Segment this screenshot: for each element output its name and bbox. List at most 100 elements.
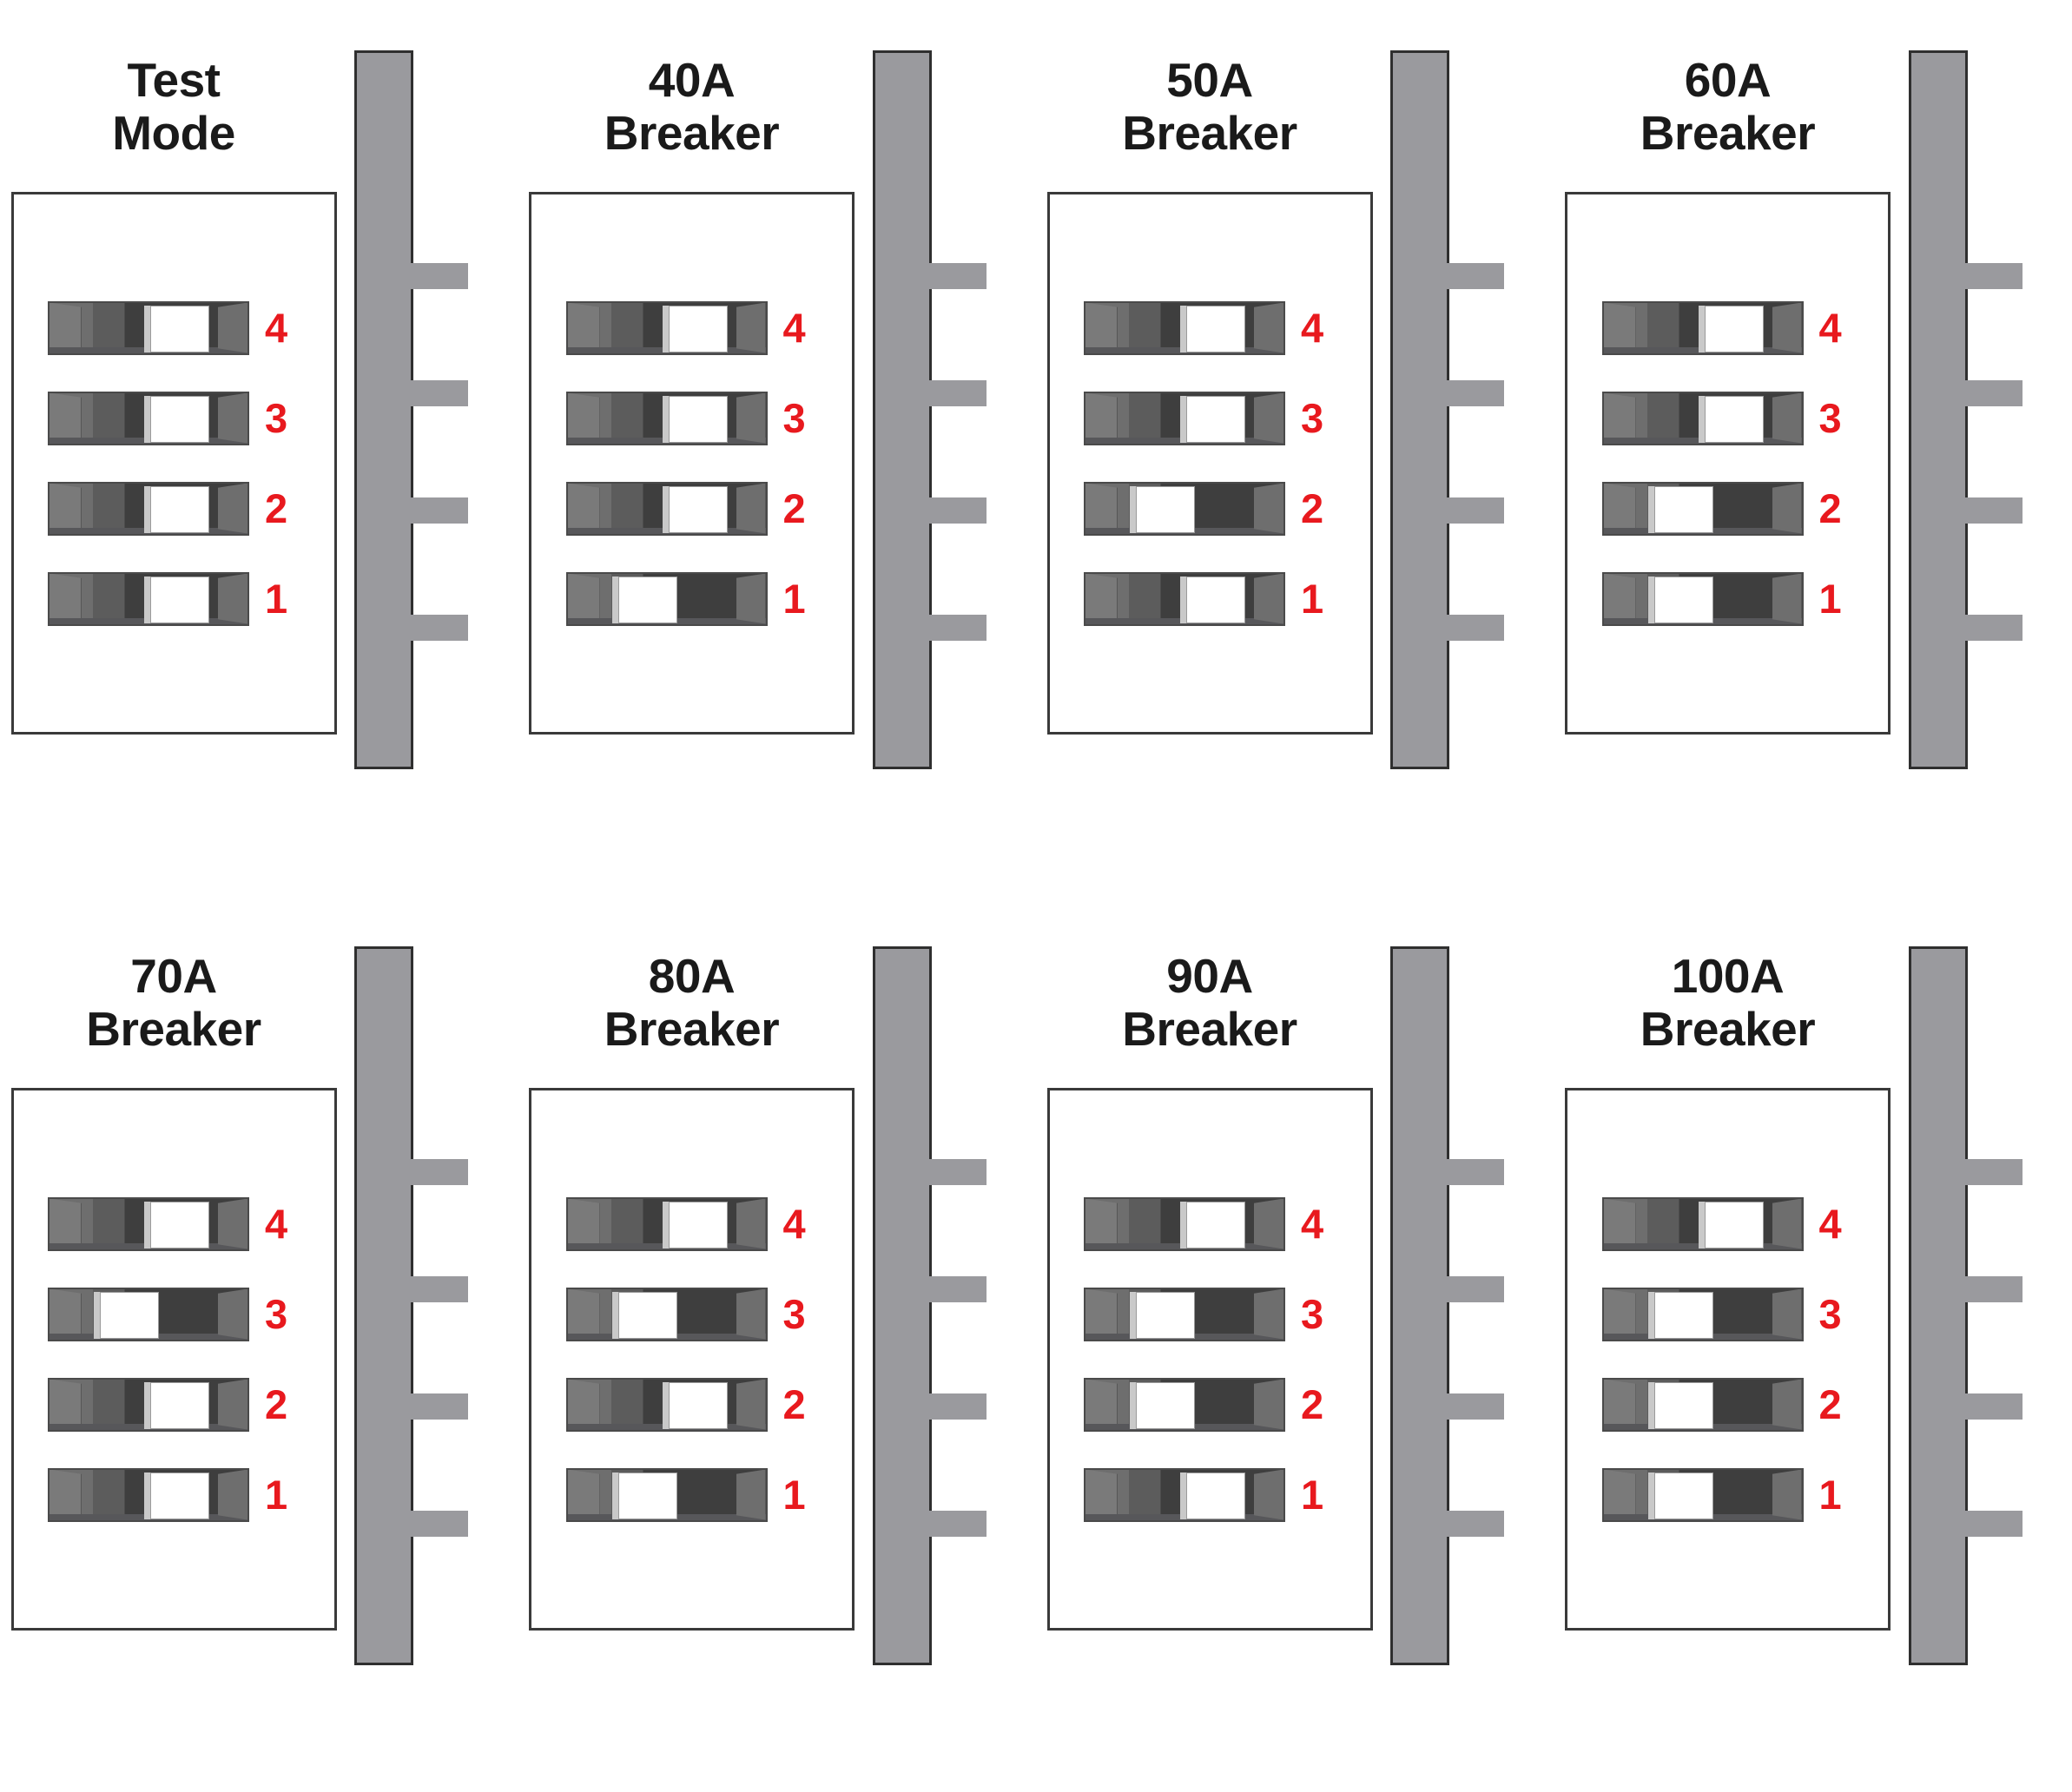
dip-switch-right-face-breaker-60a-1 — [1772, 573, 1802, 624]
rail-tab-breaker-40a-2 — [928, 380, 987, 406]
dip-switch-breaker-100a-4[interactable] — [1601, 1196, 1804, 1251]
switch-number-label-breaker-40a-2: 2 — [782, 485, 806, 531]
switch-row-breaker-70a-3: 3 — [14, 1286, 334, 1343]
switch-number-label-test-mode-4: 4 — [265, 305, 288, 351]
dip-switch-breaker-100a-3[interactable] — [1601, 1287, 1804, 1341]
dip-switch-breaker-80a-2[interactable] — [565, 1377, 768, 1432]
dip-switch-breaker-60a-2[interactable] — [1601, 481, 1804, 536]
dip-switch-breaker-90a-4[interactable] — [1084, 1196, 1285, 1251]
dip-switch-breaker-80a-3[interactable] — [565, 1287, 768, 1341]
dip-switch-toggle-breaker-70a-1[interactable] — [150, 1472, 209, 1519]
dip-switch-toggle-breaker-40a-3[interactable] — [668, 395, 728, 443]
dip-switch-breaker-70a-1[interactable] — [48, 1467, 249, 1522]
panel-title-test-mode: Test Mode — [112, 53, 235, 160]
dip-switch-breaker-50a-2[interactable] — [1084, 481, 1285, 536]
switch-row-breaker-90a-3: 3 — [1050, 1286, 1370, 1343]
switch-number-label-breaker-50a-4: 4 — [1301, 305, 1324, 351]
dip-switch-breaker-80a-4[interactable] — [565, 1196, 768, 1251]
mounting-rail-test-mode — [347, 50, 478, 769]
dip-switch-toggle-breaker-40a-1[interactable] — [617, 576, 677, 623]
switch-number-label-breaker-90a-1: 1 — [1301, 1472, 1324, 1518]
switch-number-label-breaker-60a-2: 2 — [1818, 485, 1842, 531]
dip-switch-toggle-breaker-60a-2[interactable] — [1653, 485, 1713, 533]
rail-tab-test-mode-1 — [411, 263, 468, 289]
dip-switch-toggle-breaker-100a-2[interactable] — [1653, 1381, 1713, 1429]
dip-switch-breaker-70a-3[interactable] — [48, 1287, 249, 1341]
dip-switch-toggle-test-mode-2[interactable] — [150, 485, 209, 533]
dip-switch-breaker-100a-1[interactable] — [1601, 1467, 1804, 1522]
dip-switch-toggle-breaker-60a-3[interactable] — [1704, 395, 1764, 443]
dip-switch-toggle-breaker-50a-3[interactable] — [1186, 395, 1245, 443]
dip-switch-test-mode-2[interactable] — [48, 481, 249, 536]
dip-switch-toggle-breaker-80a-3[interactable] — [617, 1291, 677, 1339]
dip-switch-breaker-90a-3[interactable] — [1084, 1287, 1285, 1341]
dip-switch-breaker-40a-2[interactable] — [565, 481, 768, 536]
dip-switch-breaker-40a-3[interactable] — [565, 391, 768, 445]
dip-switch-toggle-breaker-80a-2[interactable] — [668, 1381, 728, 1429]
switch-number-label-breaker-100a-2: 2 — [1818, 1381, 1842, 1427]
dip-switch-toggle-breaker-100a-3[interactable] — [1653, 1291, 1713, 1339]
dip-switch-breaker-90a-2[interactable] — [1084, 1377, 1285, 1432]
dip-switch-toggle-breaker-60a-4[interactable] — [1704, 305, 1764, 352]
dip-switch-breaker-70a-4[interactable] — [48, 1196, 249, 1251]
dip-switch-right-face-breaker-80a-1 — [736, 1469, 766, 1520]
dip-switch-test-mode-3[interactable] — [48, 391, 249, 445]
mounting-rail-breaker-100a — [1902, 946, 2032, 1665]
dip-switch-breaker-40a-4[interactable] — [565, 300, 768, 355]
dip-switch-toggle-breaker-50a-2[interactable] — [1136, 485, 1195, 533]
switch-row-breaker-80a-1: 1 — [531, 1466, 852, 1524]
switch-number-label-breaker-80a-3: 3 — [782, 1291, 806, 1337]
dip-switch-toggle-breaker-70a-2[interactable] — [150, 1381, 209, 1429]
switch-number-label-breaker-80a-1: 1 — [782, 1472, 806, 1518]
dip-switch-breaker-50a-3[interactable] — [1084, 391, 1285, 445]
dip-switch-toggle-breaker-90a-2[interactable] — [1136, 1381, 1195, 1429]
dip-switch-toggle-test-mode-3[interactable] — [150, 395, 209, 443]
dip-switch-toggle-breaker-50a-4[interactable] — [1186, 305, 1245, 352]
dip-switch-breaker-60a-4[interactable] — [1601, 300, 1804, 355]
dip-switch-toggle-breaker-70a-3[interactable] — [100, 1291, 159, 1339]
dip-switch-test-mode-4[interactable] — [48, 300, 249, 355]
dip-switch-breaker-80a-1[interactable] — [565, 1467, 768, 1522]
dip-switch-toggle-breaker-70a-4[interactable] — [150, 1201, 209, 1248]
dip-switch-breaker-60a-1[interactable] — [1601, 571, 1804, 626]
dip-switch-toggle-breaker-90a-1[interactable] — [1186, 1472, 1245, 1519]
dip-switch-toggle-breaker-90a-3[interactable] — [1136, 1291, 1195, 1339]
dip-switch-toggle-breaker-50a-1[interactable] — [1186, 576, 1245, 623]
rail-bar-breaker-90a — [1390, 946, 1449, 1665]
dip-switch-breaker-70a-2[interactable] — [48, 1377, 249, 1432]
dip-switch-toggle-breaker-60a-1[interactable] — [1653, 576, 1713, 623]
switch-row-breaker-70a-1: 1 — [14, 1466, 334, 1524]
switch-number-label-breaker-40a-4: 4 — [782, 305, 806, 351]
dip-switch-test-mode-1[interactable] — [48, 571, 249, 626]
rail-tab-breaker-100a-1 — [1964, 1159, 2023, 1185]
dip-switch-toggle-breaker-80a-4[interactable] — [668, 1201, 728, 1248]
dip-switch-toggle-breaker-40a-2[interactable] — [668, 485, 728, 533]
rail-tab-breaker-50a-3 — [1447, 497, 1504, 524]
dip-switch-breaker-50a-1[interactable] — [1084, 571, 1285, 626]
switch-number-label-breaker-70a-1: 1 — [265, 1472, 288, 1518]
rail-bar-breaker-100a — [1908, 946, 1968, 1665]
mounting-rail-breaker-40a — [866, 50, 996, 769]
dip-switch-toggle-breaker-100a-4[interactable] — [1704, 1201, 1764, 1248]
dip-switch-breaker-50a-4[interactable] — [1084, 300, 1285, 355]
dip-switch-breaker-90a-1[interactable] — [1084, 1467, 1285, 1522]
dip-switch-breaker-60a-3[interactable] — [1601, 391, 1804, 445]
dip-switch-toggle-breaker-100a-1[interactable] — [1653, 1472, 1713, 1519]
dip-switch-toggle-test-mode-4[interactable] — [150, 305, 209, 352]
dip-switch-right-face-breaker-70a-4 — [218, 1198, 247, 1249]
rail-bar-breaker-80a — [872, 946, 932, 1665]
dip-switch-toggle-breaker-40a-4[interactable] — [668, 305, 728, 352]
dip-switch-toggle-test-mode-1[interactable] — [150, 576, 209, 623]
dip-switch-toggle-breaker-90a-4[interactable] — [1186, 1201, 1245, 1248]
rail-tab-breaker-70a-2 — [411, 1276, 468, 1302]
dip-switch-breaker-100a-2[interactable] — [1601, 1377, 1804, 1432]
panel-title-breaker-80a: 80A Breaker — [604, 949, 780, 1056]
dip-switch-breaker-40a-1[interactable] — [565, 571, 768, 626]
dip-switch-toggle-breaker-80a-1[interactable] — [617, 1472, 677, 1519]
dip-switch-right-face-breaker-100a-2 — [1772, 1379, 1802, 1430]
